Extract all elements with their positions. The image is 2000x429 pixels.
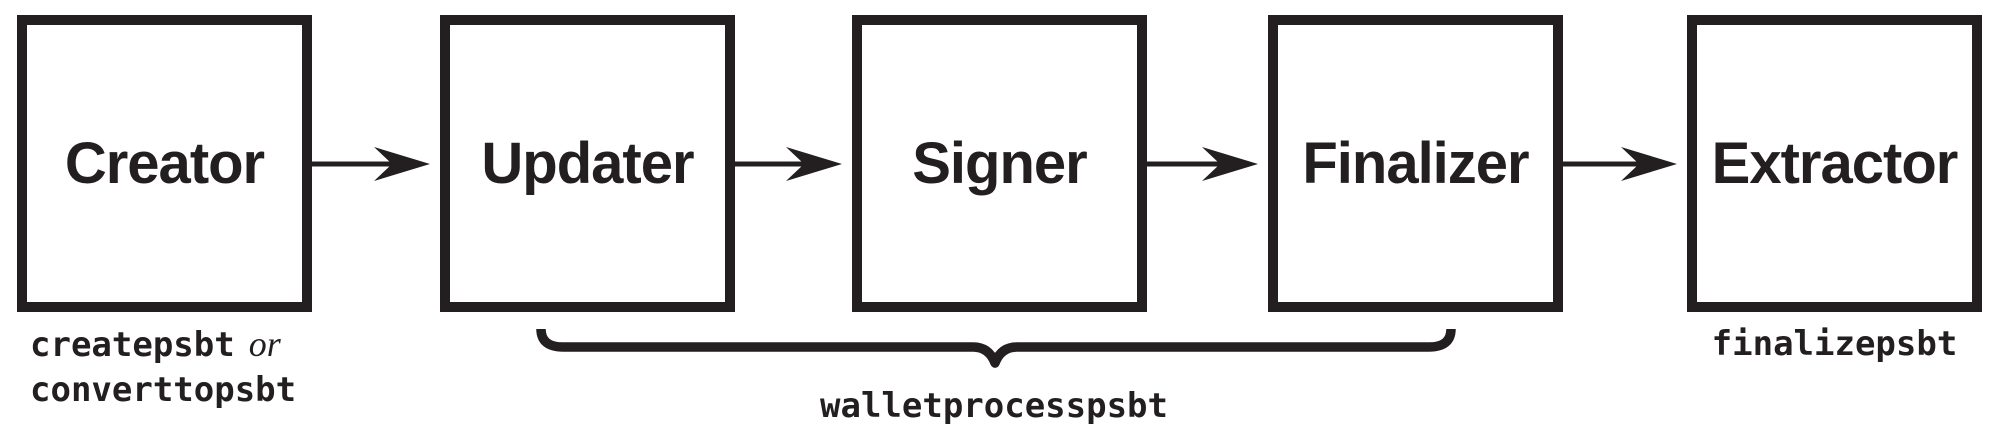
box-signer: Signer xyxy=(852,15,1147,312)
box-finalizer-label: Finalizer xyxy=(1302,131,1529,196)
box-creator: Creator xyxy=(17,15,312,312)
box-updater: Updater xyxy=(440,15,735,312)
box-creator-label: Creator xyxy=(64,131,265,196)
box-updater-label: Updater xyxy=(481,131,694,196)
arrow-finalizer-to-extractor-icon xyxy=(1557,147,1677,181)
box-extractor-label: Extractor xyxy=(1711,131,1959,196)
command-converttopsbt: converttopsbt xyxy=(30,370,297,410)
caption-creator-line1: createpsbt or xyxy=(30,322,296,368)
command-finalizepsbt: finalizepsbt xyxy=(1711,324,1958,364)
box-finalizer: Finalizer xyxy=(1268,15,1563,312)
box-extractor: Extractor xyxy=(1687,15,1982,312)
brace-icon xyxy=(536,328,1456,368)
command-walletprocesspsbt: walletprocesspsbt xyxy=(820,386,1168,426)
conjunction-or: or xyxy=(248,324,281,364)
arrow-creator-to-updater-icon xyxy=(307,147,430,181)
caption-creator-commands: createpsbt or converttopsbt xyxy=(30,322,296,413)
arrow-signer-to-finalizer-icon xyxy=(1142,147,1258,181)
box-signer-label: Signer xyxy=(912,131,1087,196)
command-createpsbt: createpsbt xyxy=(30,325,235,365)
arrow-updater-to-signer-icon xyxy=(729,147,842,181)
